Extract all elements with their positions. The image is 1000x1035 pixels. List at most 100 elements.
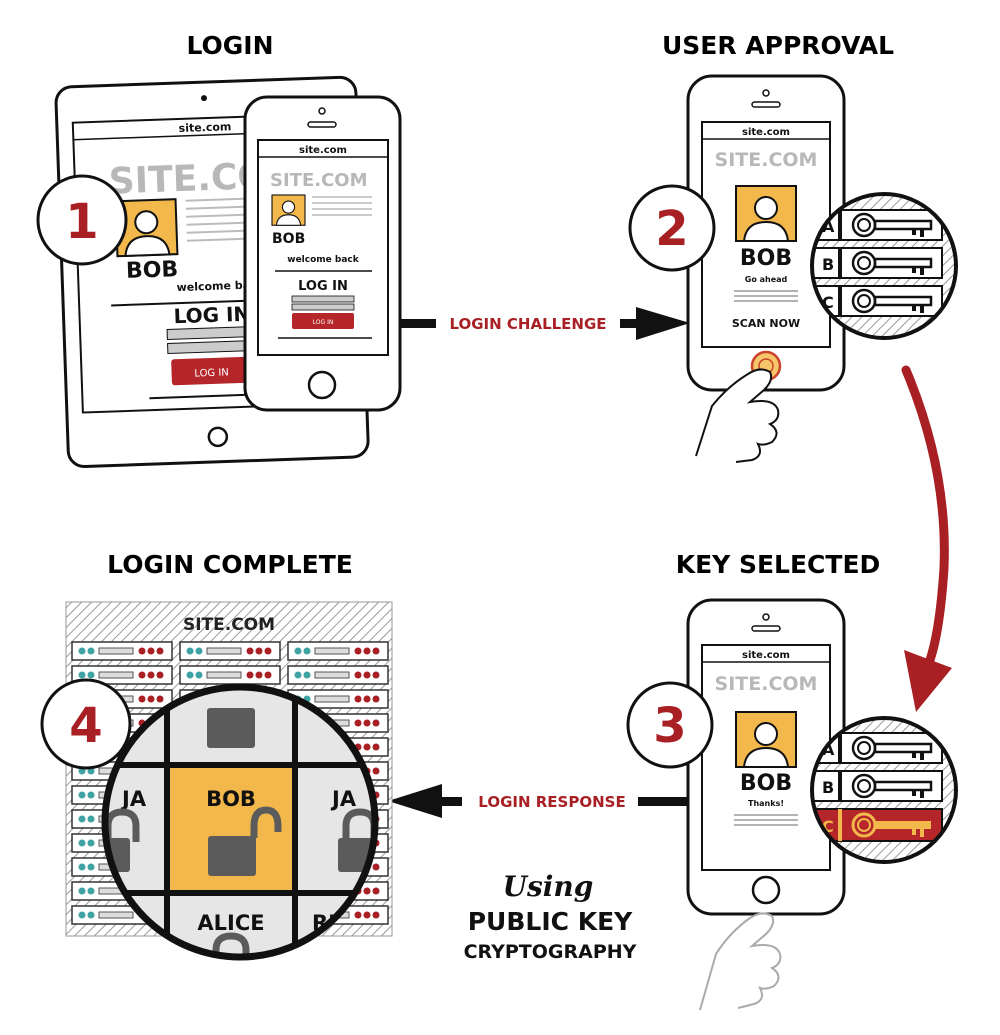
rack-slot [314, 647, 350, 655]
rack-led [156, 647, 164, 655]
rack-led [87, 863, 95, 871]
curved-arrow-icon [901, 365, 952, 712]
user-name-alice: ALICE [197, 911, 264, 935]
key-slot-b: B [822, 778, 834, 797]
rack-led [363, 743, 371, 751]
rack-led [147, 647, 155, 655]
phone-selected-home-button[interactable] [751, 875, 781, 905]
title-key-selected: KEY SELECTED [676, 550, 881, 579]
phone-selected-device: site.com SITE.COM BOB Thanks! [686, 598, 846, 916]
rack-led [354, 911, 362, 919]
title-login-complete: LOGIN COMPLETE [107, 550, 353, 579]
user-avatar-icon [735, 185, 797, 242]
rack-led [87, 671, 95, 679]
phone-login-url: site.com [299, 145, 347, 156]
phone-selected-url: site.com [742, 650, 790, 661]
rack-led [138, 695, 146, 703]
label-login-challenge: LOGIN CHALLENGE [449, 315, 606, 333]
phone-login-button[interactable] [292, 313, 354, 329]
user-name-left: JA [120, 787, 147, 811]
phone-approval-user-name: BOB [740, 246, 792, 271]
rack-led [87, 647, 95, 655]
phone-login-site-name: SITE.COM [270, 170, 368, 191]
rack-led [372, 887, 380, 895]
phone-approval-site-name: SITE.COM [715, 149, 818, 171]
user-avatar-icon [271, 194, 306, 226]
rack-led [354, 671, 362, 679]
svg-text:4: 4 [69, 698, 102, 754]
key-vault-magnifier: A B C [810, 192, 958, 340]
rack-slot [314, 695, 350, 703]
arrow-right-icon [400, 307, 690, 340]
rack-led [78, 815, 86, 823]
tagline-line2: CRYPTOGRAPHY [464, 941, 637, 963]
rack-led [246, 671, 254, 679]
rack-led [354, 695, 362, 703]
rack-led [246, 647, 254, 655]
padlock-icon [208, 806, 282, 876]
rack-led [354, 719, 362, 727]
rack-slot [206, 671, 242, 679]
tablet-login-button[interactable] [171, 356, 262, 386]
step-1-badge: 1 [36, 174, 128, 266]
phone-approval-url: site.com [742, 127, 790, 138]
fingerprint-hand-icon [695, 368, 780, 463]
rack-led [372, 695, 380, 703]
rack-led [264, 671, 272, 679]
rack-led [87, 839, 95, 847]
phone-login-welcome: welcome back [287, 255, 359, 265]
rack-led [87, 911, 95, 919]
user-name-bob: BOB [206, 787, 256, 811]
rack-led [363, 887, 371, 895]
rack-led [195, 671, 203, 679]
phone-login-button-label: LOG IN [313, 319, 334, 326]
padlock-icon [105, 808, 140, 872]
rack-led [363, 719, 371, 727]
rack-led [78, 839, 86, 847]
rack-led [186, 647, 194, 655]
rack-led [363, 671, 371, 679]
rack-led [303, 671, 311, 679]
phone-login-user-name: BOB [272, 231, 305, 247]
title-user-approval: USER APPROVAL [662, 31, 894, 60]
rack-led [294, 647, 302, 655]
rack-led [363, 647, 371, 655]
rack-led [195, 647, 203, 655]
tagline-script: Using [503, 870, 594, 903]
rack-slot [206, 647, 242, 655]
rack-led [303, 647, 311, 655]
tablet-home-button[interactable] [207, 426, 229, 448]
rack-led [78, 863, 86, 871]
rack-slot [98, 911, 134, 919]
rack-led [363, 695, 371, 703]
rack-led [186, 671, 194, 679]
tagline-line1: PUBLIC KEY [468, 907, 633, 936]
rack-led [294, 671, 302, 679]
rack-led [78, 671, 86, 679]
rack-led [138, 671, 146, 679]
phone-approval-device: site.com SITE.COM BOB Go ahead SCAN NOW [686, 74, 846, 392]
key-slot-c-selected: C [822, 817, 834, 836]
key-vault-magnifier-selected: A B C [810, 716, 958, 864]
tablet-login-button-label: LOG IN [194, 367, 229, 379]
phone-login-home-button[interactable] [307, 370, 337, 400]
phone-selected-user-name: BOB [740, 771, 792, 796]
step-2-badge: 2 [628, 184, 716, 272]
user-lock-magnifier: BOB JA JA ALICE Y RI [101, 683, 379, 961]
title-login: LOGIN [186, 31, 273, 60]
user-name-right: JA [330, 787, 357, 811]
rack-led [78, 887, 86, 895]
rack-led [78, 911, 86, 919]
rack-led [264, 647, 272, 655]
svg-text:1: 1 [65, 194, 98, 250]
phone-approval-message: Go ahead [745, 275, 788, 284]
rack-led [372, 671, 380, 679]
rack-led [372, 767, 380, 775]
rack-led [372, 743, 380, 751]
tablet-user-name: BOB [126, 257, 179, 284]
rack-led [87, 791, 95, 799]
rack-slot [98, 671, 134, 679]
step-3-badge: 3 [626, 681, 714, 769]
rack-led [372, 863, 380, 871]
rack-led [156, 695, 164, 703]
